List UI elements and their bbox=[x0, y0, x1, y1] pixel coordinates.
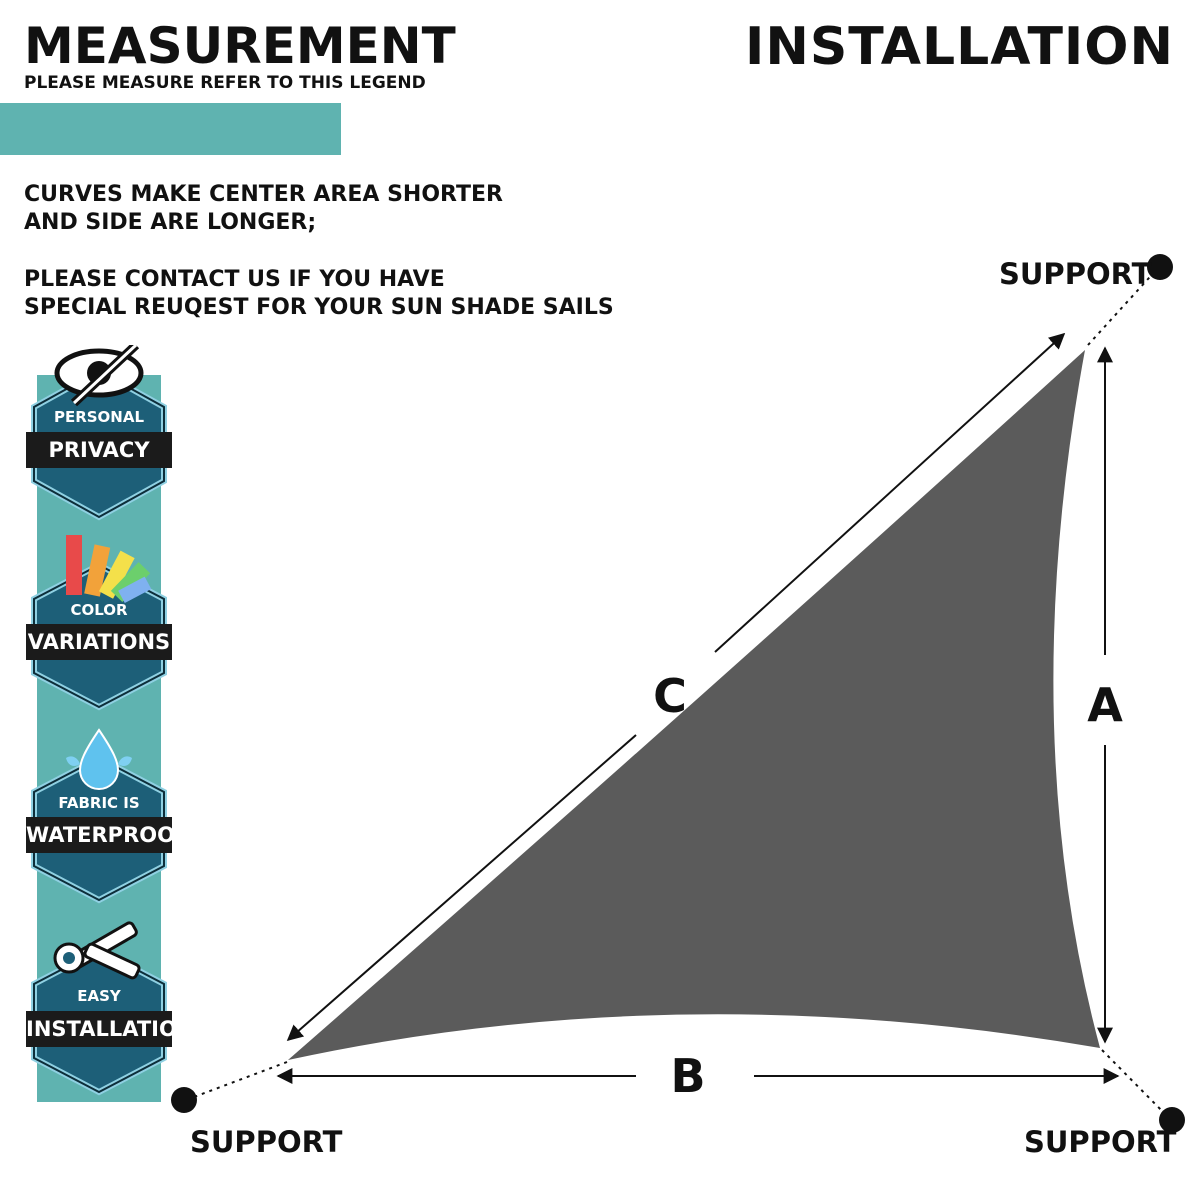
guy-line-right bbox=[1101, 1049, 1171, 1120]
shade-sail bbox=[288, 350, 1100, 1060]
badge-installation: EASY INSTALLATION bbox=[14, 918, 194, 1096]
badge-waterproof: FABRIC IS WATERPROOF bbox=[14, 728, 189, 904]
badge-small-text: EASY bbox=[77, 987, 121, 1005]
note-line: PLEASE CONTACT US IF YOU HAVE bbox=[24, 267, 445, 292]
support-label-right: SUPPORT bbox=[1024, 1125, 1177, 1159]
badge-big-text: VARIATIONS bbox=[26, 624, 172, 660]
installation-title: INSTALLATION bbox=[744, 17, 1174, 77]
contact-note: PLEASE CONTACT US IF YOU HAVE SPECIAL RE… bbox=[24, 266, 614, 322]
note-line: AND SIDE ARE LONGER; bbox=[24, 210, 317, 235]
curve-note: CURVES MAKE CENTER AREA SHORTER AND SIDE… bbox=[24, 181, 503, 237]
badge-color: COLOR VARIATIONS bbox=[14, 535, 184, 711]
support-post-top bbox=[1147, 254, 1173, 280]
badge-privacy: PERSONAL PRIVACY bbox=[14, 345, 184, 521]
badge-small-text: COLOR bbox=[70, 601, 128, 619]
support-post-right bbox=[1159, 1107, 1185, 1133]
dimension-c-lower bbox=[286, 734, 637, 1042]
badge-big-text: PRIVACY bbox=[26, 432, 172, 468]
measurement-subtitle: PLEASE MEASURE REFER TO THIS LEGEND bbox=[24, 73, 426, 93]
eye-slash-icon bbox=[54, 345, 144, 407]
badge-big-text: INSTALLATION bbox=[26, 1011, 194, 1047]
support-label-left: SUPPORT bbox=[190, 1125, 343, 1159]
measurement-title: MEASUREMENT bbox=[24, 17, 456, 75]
dimension-b-label: B bbox=[670, 1049, 705, 1103]
support-post-left bbox=[171, 1087, 197, 1113]
dimension-a-label: A bbox=[1087, 678, 1123, 732]
badge-small-text: FABRIC IS bbox=[58, 794, 140, 812]
water-drop-icon bbox=[66, 728, 132, 790]
dimension-c-upper bbox=[714, 332, 1066, 653]
guy-line-top bbox=[1087, 267, 1159, 346]
accent-bar bbox=[0, 103, 341, 155]
wrench-icon bbox=[53, 921, 141, 980]
support-label-top: SUPPORT bbox=[999, 257, 1152, 291]
badge-small-text: PERSONAL bbox=[53, 408, 145, 426]
note-line: CURVES MAKE CENTER AREA SHORTER bbox=[24, 182, 503, 207]
dimension-c-label: C bbox=[653, 669, 687, 723]
badge-big-text: WATERPROOF bbox=[26, 817, 189, 853]
guy-line-left bbox=[185, 1061, 288, 1101]
note-line: SPECIAL REUQEST FOR YOUR SUN SHADE SAILS bbox=[24, 295, 614, 320]
color-swatch-icon bbox=[66, 535, 152, 604]
